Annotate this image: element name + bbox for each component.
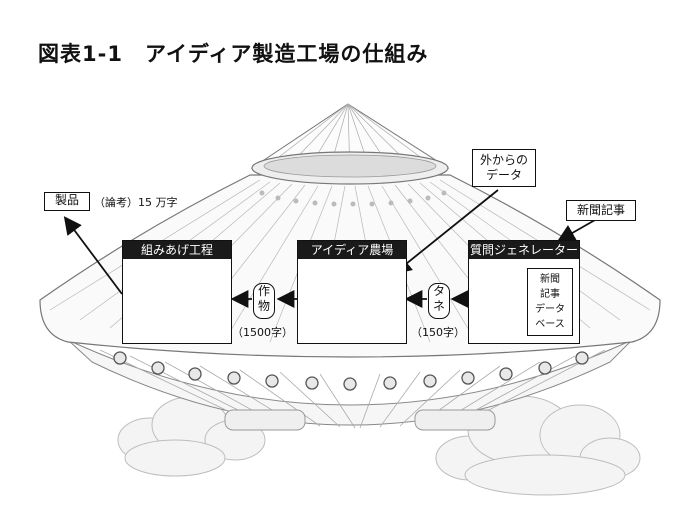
rivet-ring xyxy=(259,190,447,207)
seed-char-2: ネ xyxy=(432,299,445,313)
database-line-2: 記事 xyxy=(540,289,560,300)
seed-char-1: タ xyxy=(432,284,445,298)
assembly-process-box: 組みあげ工程 xyxy=(122,240,232,344)
product-tag: 製品 xyxy=(44,192,90,211)
database-line-3: データ xyxy=(535,304,565,315)
product-note: （論考）15 万字 xyxy=(94,196,178,209)
dome-rim-inner xyxy=(263,154,437,178)
newspaper-arrow xyxy=(556,219,596,242)
landing-foot-left xyxy=(224,409,306,431)
seed-count: （150字） xyxy=(411,326,465,339)
external-data-line-2: データ xyxy=(485,168,522,182)
idea-farm-header: アイディア農場 xyxy=(298,241,406,259)
product-arrow xyxy=(63,216,123,295)
crop-count: （1500字） xyxy=(232,326,293,339)
crop-pill: 作 物 xyxy=(253,283,275,319)
news-database-box: 新聞 記事 データ ベース xyxy=(527,268,573,336)
external-data-arrow xyxy=(393,189,499,275)
bolt-row xyxy=(113,351,589,391)
cloud-right xyxy=(435,395,641,496)
figure-title: 図表1-1 アイディア製造工場の仕組み xyxy=(38,42,429,66)
crop-char-1: 作 xyxy=(257,284,270,298)
database-line-4: ベース xyxy=(535,319,565,330)
landing-foot-right xyxy=(414,409,496,431)
crop-char-2: 物 xyxy=(257,299,270,313)
external-data-line-1: 外からの xyxy=(479,153,528,167)
assembly-process-header: 組みあげ工程 xyxy=(123,241,231,259)
question-generator-header: 質問ジェネレーター xyxy=(469,241,579,259)
newspaper-tag: 新聞記事 xyxy=(566,200,636,221)
database-line-1: 新聞 xyxy=(540,274,560,285)
external-data-tag: 外からの データ xyxy=(472,149,536,187)
idea-farm-box: アイディア農場 xyxy=(297,240,407,344)
seed-pill: タ ネ xyxy=(428,283,450,319)
